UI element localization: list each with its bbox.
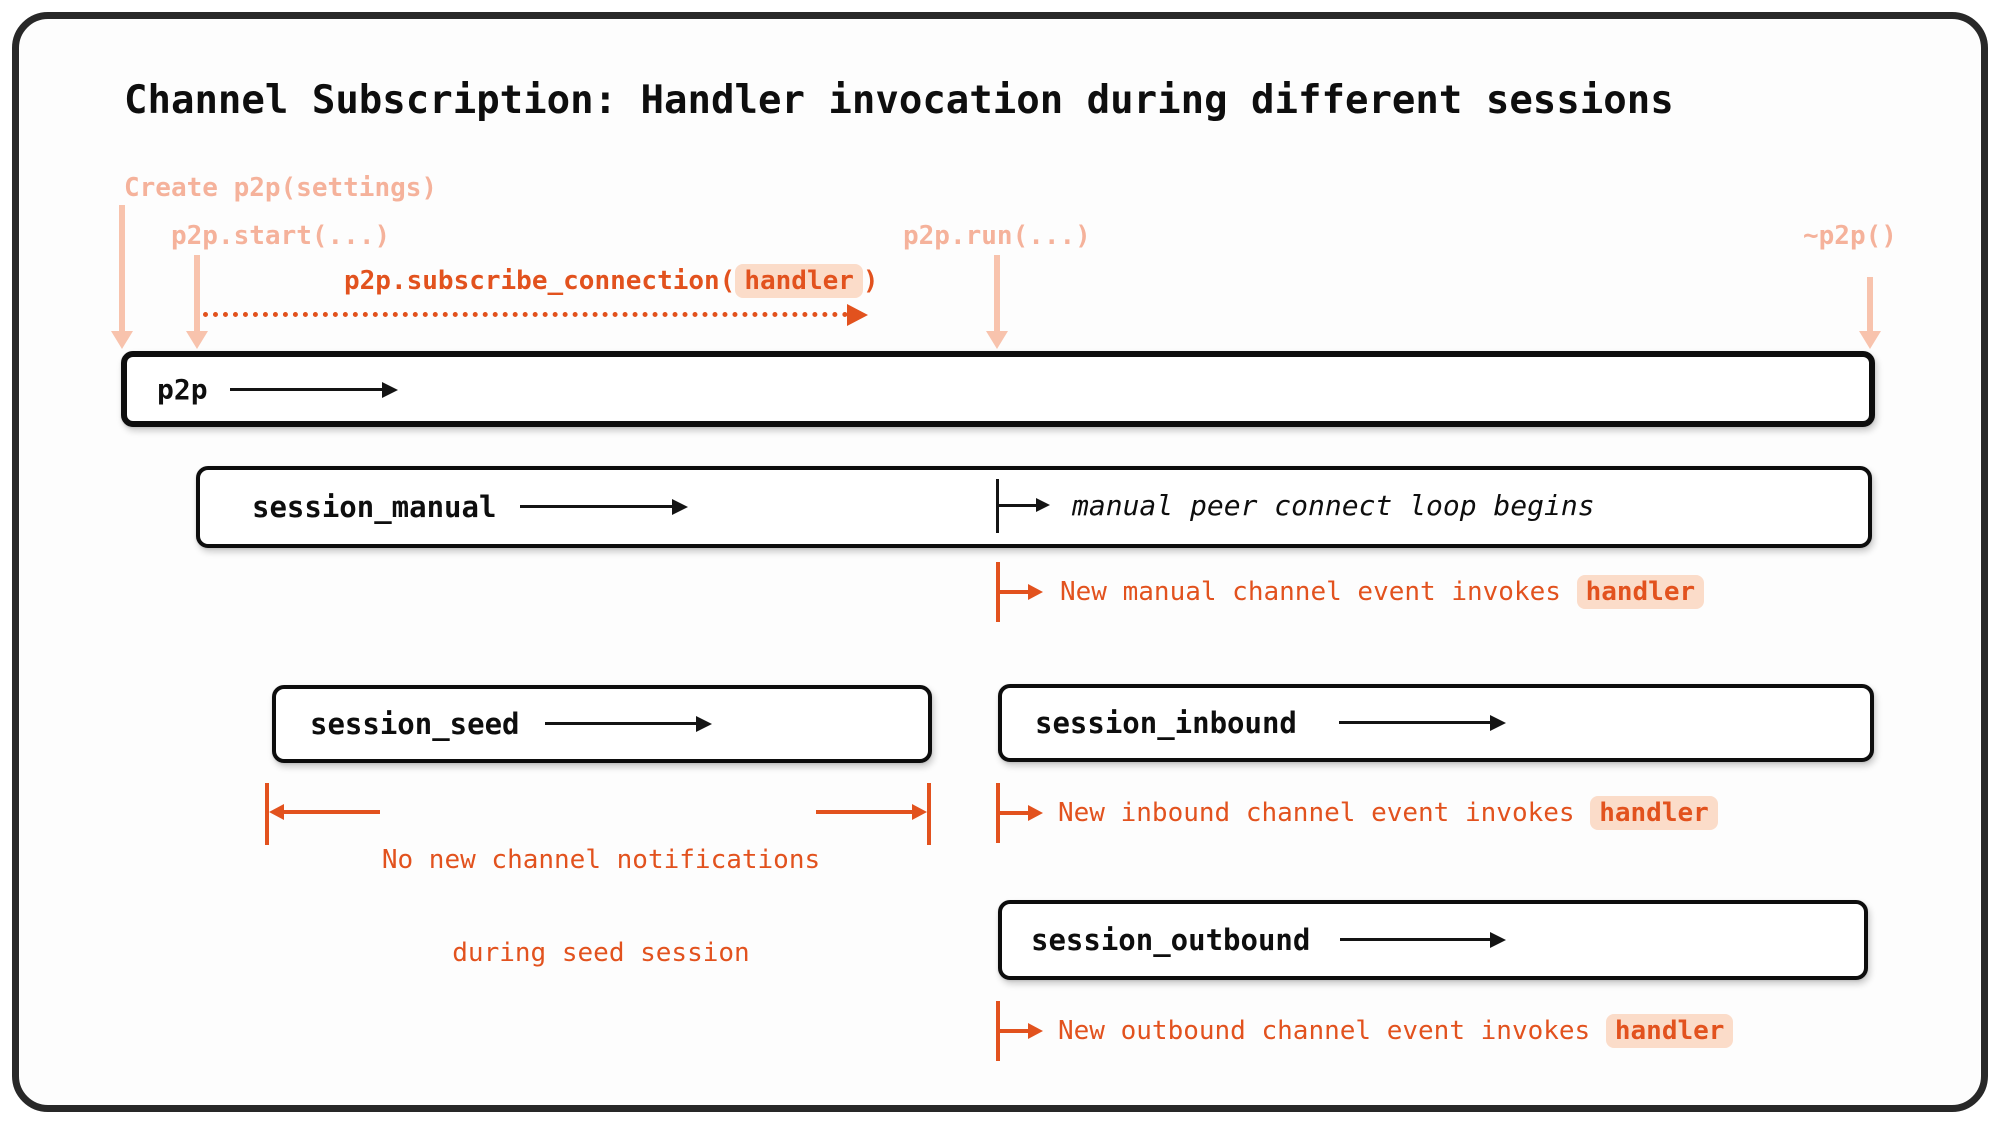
manual-event-text: New manual channel event invokes handler [1060, 575, 1705, 609]
diagram-title: Channel Subscription: Handler invocation… [124, 78, 1674, 123]
seed-range-right-arrow-icon [816, 810, 912, 814]
seed-range-left-bar [265, 783, 269, 845]
inbound-event-prefix: New inbound channel event invokes [1058, 798, 1591, 828]
seed-no-event-text: No new channel notifications during seed… [361, 783, 841, 1031]
p2p-label: p2p [157, 373, 208, 406]
handler-chip-inbound: handler [1590, 796, 1718, 830]
outbound-event-prefix: New outbound channel event invokes [1058, 1016, 1606, 1046]
session-outbound-timeline-arrow-icon [1340, 938, 1490, 941]
arrow-p2p-destructor-icon [1867, 277, 1873, 331]
inbound-event-arrow-icon [1000, 811, 1028, 815]
manual-event-elbow-line [996, 562, 1000, 622]
arrow-p2p-start-icon [194, 255, 200, 331]
session-manual-label: session_manual [252, 490, 497, 524]
label-p2p-run: p2p.run(...) [903, 221, 1091, 251]
manual-note-arrow-icon [998, 504, 1036, 507]
session-manual-timeline-arrow-icon [520, 505, 672, 508]
session-manual-box [196, 466, 1872, 548]
handler-chip-outbound: handler [1605, 1014, 1734, 1048]
inbound-event-elbow-line [996, 783, 1000, 843]
seed-range-right-bar [927, 783, 931, 845]
manual-event-arrow-icon [1000, 590, 1028, 594]
session-seed-timeline-arrow-icon [545, 722, 696, 725]
outbound-event-text: New outbound channel event invokes handl… [1058, 1014, 1734, 1048]
outbound-event-arrow-icon [1000, 1029, 1028, 1033]
inbound-event-text: New inbound channel event invokes handle… [1058, 796, 1718, 830]
manual-event-prefix: New manual channel event invokes [1060, 577, 1577, 607]
label-subscribe-connection: p2p.subscribe_connection(handler) [344, 264, 879, 298]
session-outbound-label: session_outbound [1031, 923, 1311, 957]
seed-no-event-line2: during seed session [452, 938, 750, 968]
manual-note-text: manual peer connect loop begins [1072, 489, 1595, 522]
label-p2p-start: p2p.start(...) [171, 221, 391, 251]
handler-chip-manual: handler [1576, 575, 1705, 609]
arrow-create-p2p-icon [119, 205, 125, 331]
p2p-timeline-arrow-icon [230, 388, 382, 391]
subscribe-dotted-line [203, 312, 848, 317]
label-create-p2p: Create p2p(settings) [124, 173, 438, 203]
seed-no-event-line1: No new channel notifications [381, 845, 821, 875]
outbound-event-elbow-line [996, 1001, 1000, 1061]
session-seed-label: session_seed [310, 707, 520, 741]
subscribe-suffix: ) [862, 266, 879, 296]
session-inbound-label: session_inbound [1035, 706, 1297, 740]
p2p-lifeline-box [121, 351, 1875, 427]
subscribe-prefix: p2p.subscribe_connection( [344, 266, 736, 296]
session-inbound-timeline-arrow-icon [1339, 721, 1490, 724]
handler-chip-subscribe: handler [735, 264, 863, 298]
seed-range-left-arrow-icon [284, 810, 380, 814]
arrow-p2p-run-icon [994, 255, 1000, 331]
subscribe-dotted-arrowhead-icon [847, 304, 868, 326]
label-p2p-destructor: ~p2p() [1803, 221, 1897, 251]
